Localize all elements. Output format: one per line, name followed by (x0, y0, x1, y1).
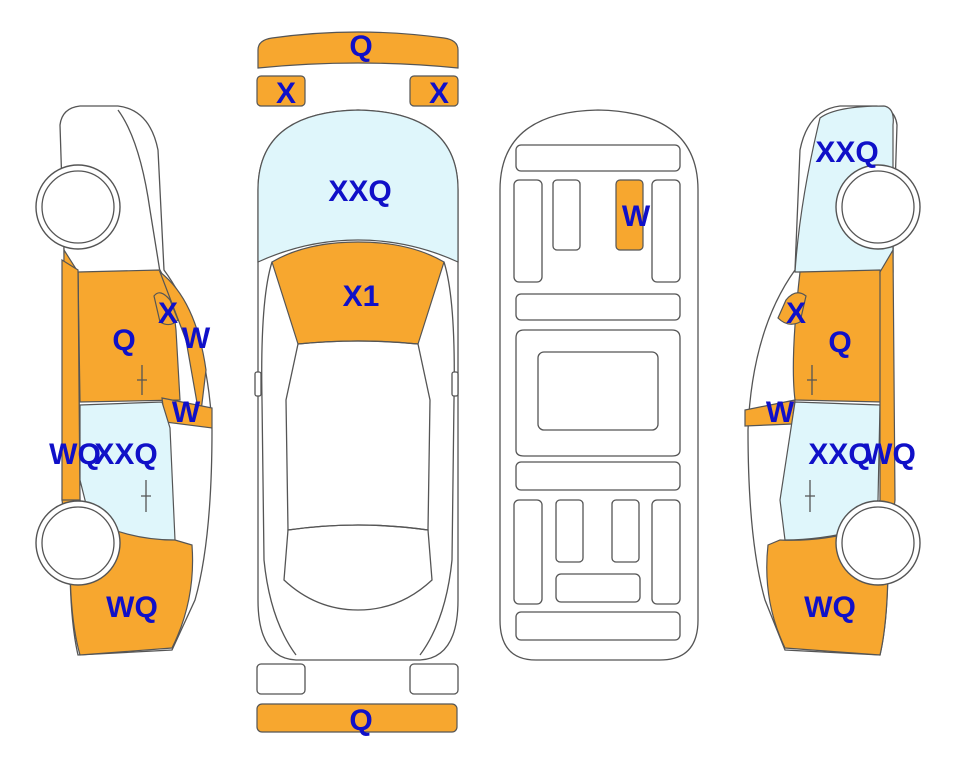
label-left-pillar-lower: W (172, 396, 201, 429)
label-right-rear-edge: WQ (864, 438, 916, 471)
label-left-pillar-upper: W (182, 322, 211, 355)
floor-left-rail-front (513, 179, 543, 283)
left-wheel-front-rim (41, 506, 115, 580)
mirror-left (254, 371, 262, 397)
left-wheel-rear-rim (41, 170, 115, 244)
label-windshield: XXQ (328, 175, 391, 208)
floor-outline (499, 109, 699, 661)
left-wheel-rear (35, 164, 121, 250)
floor-bar-2 (515, 293, 681, 321)
floor-rear-bar (515, 611, 681, 641)
floor-slot-rear-left (555, 499, 584, 563)
left-side-view (35, 105, 213, 656)
floor-left-rail-rear (513, 499, 543, 605)
rear-right-light-shape (409, 663, 459, 695)
front-left-light-shape (256, 75, 306, 107)
label-left-front-door: WQ (106, 591, 158, 624)
floor-front-bar (515, 144, 681, 172)
label-hood: X1 (343, 280, 380, 313)
floor-right-rail-rear (651, 499, 681, 605)
body-right-line (419, 261, 455, 656)
rear-left-light-shape (256, 663, 306, 695)
left-body-outline (59, 105, 213, 656)
label-right-rear-door: Q (828, 326, 851, 359)
label-left-quarter-glass: X (158, 297, 178, 330)
right-wheel-rear (835, 164, 921, 250)
right-handle-lower (805, 480, 815, 512)
label-right-front-door: WQ (804, 591, 856, 624)
right-handle-upper (807, 365, 817, 395)
label-front-right-light: X (429, 77, 449, 110)
right-quarter-glass (777, 292, 807, 325)
right-wheel-rear-rim (841, 170, 915, 244)
left-handle-lower (141, 480, 151, 512)
label-front-bumper: Q (349, 30, 372, 63)
floor-center-panel (537, 351, 659, 431)
label-right-quarter-glass: X (786, 297, 806, 330)
label-left-rear-window: XXQ (94, 438, 157, 471)
body-left-line (261, 261, 297, 656)
floor-left-slot (552, 179, 581, 251)
damage-labels: Q X X XXQ X1 Q W X W Q W WQ XXQ WQ XXQ X… (49, 30, 916, 737)
right-wheel-front-rim (841, 506, 915, 580)
floor-rear-crossbar (555, 573, 641, 603)
left-handle-upper (137, 365, 147, 395)
label-right-pillar: W (766, 396, 795, 429)
left-roof-inner (117, 109, 161, 273)
label-floor-panel: W (622, 200, 651, 233)
left-quarter-glass (153, 292, 179, 326)
left-pillar-upper (158, 270, 207, 421)
floor-bar-3 (515, 461, 681, 491)
cabin-outline (285, 340, 431, 531)
front-right-light-shape (409, 75, 459, 107)
label-right-rear-glass: XXQ (815, 136, 878, 169)
label-right-rear-window: XXQ (808, 438, 871, 471)
label-left-rear-edge: WQ (49, 438, 101, 471)
floor-view (499, 109, 699, 661)
floor-right-rail-front (651, 179, 681, 283)
mirror-right (451, 371, 459, 397)
front-bumper-shape (257, 31, 459, 69)
windshield-shape (257, 109, 459, 263)
right-wheel-front (835, 500, 921, 586)
left-wheel-front (35, 500, 121, 586)
left-rear-edge-strip (61, 258, 81, 501)
rear-bumper-shape (256, 703, 458, 733)
label-front-left-light: X (276, 77, 296, 110)
label-left-rear-door: Q (112, 324, 135, 357)
floor-panel-damage (615, 179, 644, 251)
right-side-view (744, 105, 921, 656)
label-rear-bumper: Q (349, 704, 372, 737)
floor-slot-rear-right (611, 499, 640, 563)
roof-outline (283, 524, 433, 611)
top-view (254, 31, 459, 733)
